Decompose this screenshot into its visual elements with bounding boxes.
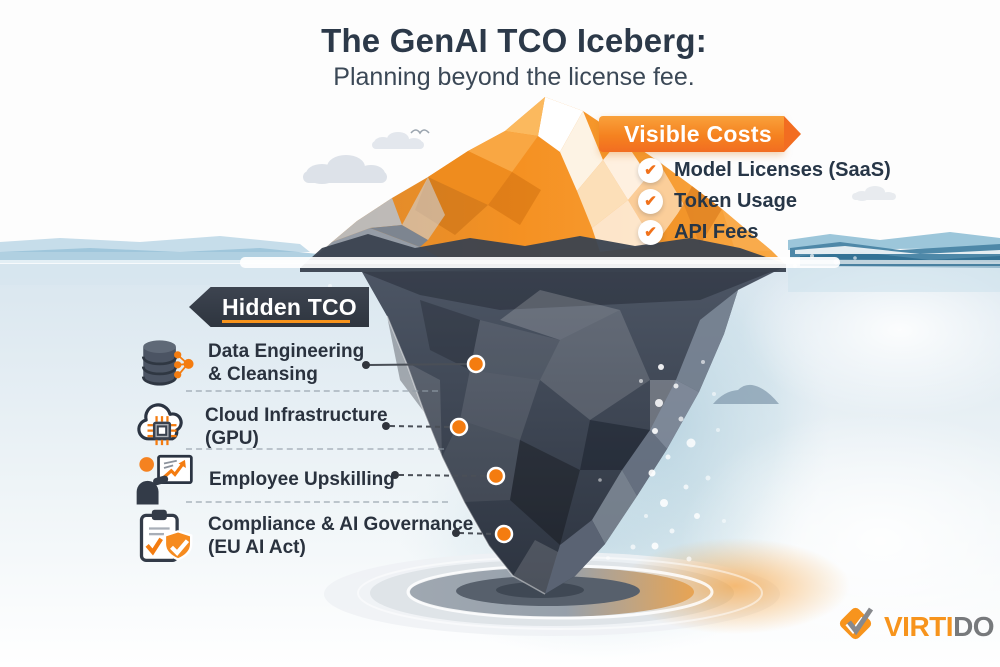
leader-dot-end xyxy=(449,417,469,437)
iceberg-underwater xyxy=(362,266,786,595)
leader-line-compliance xyxy=(452,524,514,544)
cloud-left-large xyxy=(303,155,387,184)
list-separator xyxy=(186,448,444,450)
visible-costs-list: ✔ Model Licenses (SaaS) ✔ Token Usage ✔ … xyxy=(638,157,891,245)
check-icon: ✔ xyxy=(638,157,663,183)
virtido-check-mark-icon xyxy=(833,601,879,652)
list-item: ✔ Token Usage xyxy=(638,188,891,214)
leader-dot-end xyxy=(494,524,514,544)
leader-lines xyxy=(362,354,514,544)
list-separator xyxy=(186,501,448,503)
hidden-tco-label: Data Engineering& Cleansing xyxy=(208,341,365,385)
leader-dot-end xyxy=(466,354,486,374)
clipboard-shield-icon xyxy=(134,506,194,566)
leader-dot-start xyxy=(452,529,460,537)
hidden-tco-label: Cloud Infrastructure(GPU) xyxy=(205,405,388,449)
list-item: ✔ API Fees xyxy=(638,219,891,245)
leader-dot-start xyxy=(362,361,370,369)
visible-costs-heading: Visible Costs xyxy=(624,120,772,147)
list-item: ✔ Model Licenses (SaaS) xyxy=(638,157,891,183)
cloud-left-small xyxy=(372,132,424,149)
visible-cost-label: Token Usage xyxy=(674,189,797,212)
check-icon: ✔ xyxy=(638,219,663,245)
cloud-right-small xyxy=(852,186,896,201)
waterline xyxy=(0,232,1000,292)
list-item: Compliance & AI Governance(EU AI Act) xyxy=(134,506,473,566)
waterline-foam xyxy=(0,257,1000,268)
hidden-tco-label: Employee Upskilling xyxy=(209,468,395,490)
visible-costs-banner: Visible Costs xyxy=(599,116,801,152)
visible-cost-label: API Fees xyxy=(674,220,759,243)
leader-dot-start xyxy=(391,471,399,479)
virtido-logo: VIRTIDO xyxy=(833,601,995,652)
list-separator xyxy=(186,390,438,392)
waves-right xyxy=(788,232,1000,292)
list-item: Cloud Infrastructure(GPU) xyxy=(133,398,388,456)
check-icon: ✔ xyxy=(638,188,663,214)
waves-left xyxy=(0,236,330,285)
leader-line-data-engineering xyxy=(362,354,486,374)
leader-line-cloud-infrastructure xyxy=(382,417,469,437)
iceberg-above-water xyxy=(300,97,786,272)
bird-icon xyxy=(410,129,430,135)
logo-wordmark: VIRTIDO xyxy=(884,610,995,642)
cloud-gpu-chip-icon xyxy=(133,398,191,456)
database-network-icon xyxy=(136,334,194,392)
island-silhouette xyxy=(713,384,779,404)
page-subtitle: Planning beyond the license fee. xyxy=(333,63,695,91)
hidden-tco-heading: Hidden TCO xyxy=(222,293,357,320)
header: The GenAI TCO Iceberg: Planning beyond t… xyxy=(0,22,1000,92)
page-title: The GenAI TCO Iceberg: xyxy=(321,22,707,59)
list-item: Data Engineering& Cleansing xyxy=(136,334,364,392)
hidden-tco-label: Compliance & AI Governance(EU AI Act) xyxy=(208,514,474,558)
leader-dot-end xyxy=(486,466,506,486)
bubbles xyxy=(328,254,857,562)
hidden-tco-underline xyxy=(222,320,350,323)
leader-dot-start xyxy=(382,422,390,430)
visible-cost-label: Model Licenses (SaaS) xyxy=(674,158,891,181)
trainer-presentation-icon xyxy=(133,452,195,506)
list-item: Employee Upskilling xyxy=(133,452,395,506)
clouds xyxy=(303,129,896,201)
leader-line-employee-upskilling xyxy=(391,466,506,486)
